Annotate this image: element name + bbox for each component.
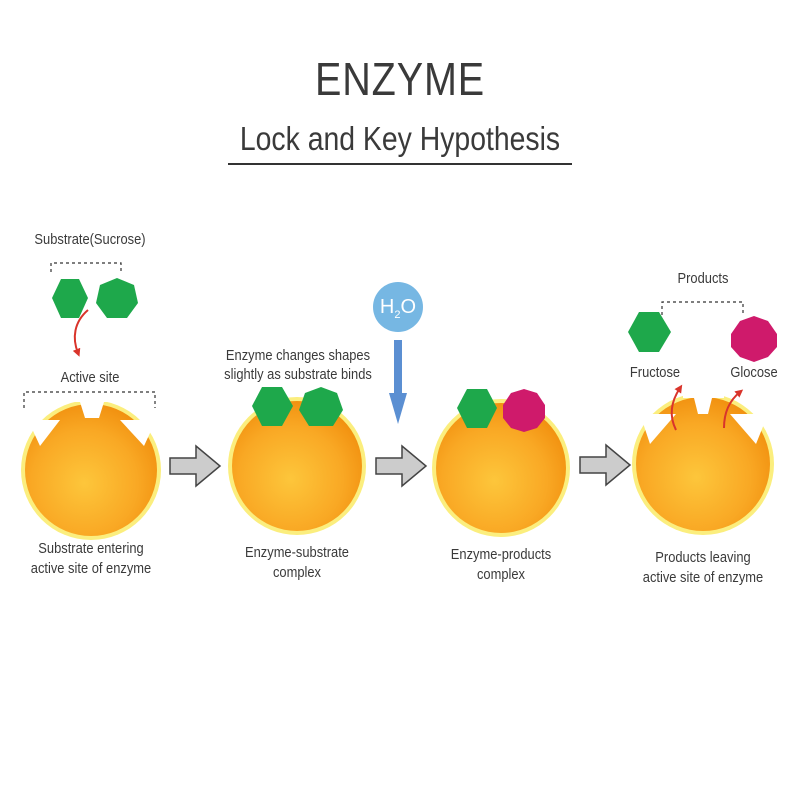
stage-1-caption-line-1: Substrate entering <box>38 540 144 557</box>
stage-1 <box>21 262 161 540</box>
water-arrow-head-icon <box>389 393 407 424</box>
water-arrow-shaft <box>394 340 402 395</box>
active-site-left <box>28 420 60 446</box>
stage-4-caption-line-1: Products leaving <box>655 549 751 566</box>
water-symbol: H2O <box>373 295 423 327</box>
subtitle-underline <box>228 163 572 165</box>
glucose-leaving-arrow-icon <box>723 389 744 429</box>
enzyme-body <box>232 401 362 531</box>
enzyme-body <box>436 403 566 533</box>
fructose-molecule <box>457 389 497 428</box>
water-subscript: 2 <box>394 309 401 321</box>
stage-2 <box>228 387 366 535</box>
glucose-label: Glocose <box>730 364 778 381</box>
products-label: Products <box>677 270 729 287</box>
fructose-molecule <box>628 312 671 352</box>
fructose-molecule <box>252 387 293 426</box>
products-bracket <box>661 301 744 315</box>
active-site-label: Active site <box>60 369 120 386</box>
stage-2-caption-line-1: Enzyme-substrate <box>245 544 349 561</box>
active-site-right <box>120 420 156 446</box>
active-site-right <box>730 414 768 444</box>
water-o: O <box>400 296 417 318</box>
page-subtitle: Lock and Key Hypothesis <box>239 120 561 157</box>
fructose-label: Fructose <box>629 364 681 381</box>
active-site-center <box>683 392 724 414</box>
water-molecule-icon <box>373 282 423 332</box>
glucose-molecule <box>503 389 545 432</box>
water-h: H <box>379 296 395 318</box>
glucose-molecule <box>96 278 138 318</box>
enzyme-body <box>636 397 770 531</box>
fructose-molecule <box>52 279 88 318</box>
glucose-molecule <box>299 387 343 426</box>
stage-2-caption-line-2: complex <box>272 564 322 581</box>
page-title: ENZYME <box>314 53 486 105</box>
active-site-bracket <box>23 391 156 408</box>
enzyme-body <box>25 404 157 536</box>
substrate-bracket <box>50 262 122 272</box>
substrate-arrow-icon <box>72 309 89 357</box>
stage-3-caption-line-2: complex <box>476 566 526 583</box>
glucose-molecule <box>731 316 777 362</box>
step-arrow-1-icon <box>169 444 222 488</box>
active-site-left <box>640 414 676 444</box>
enzyme-change-label-line-1: Enzyme changes shapes <box>225 347 371 364</box>
stage-3 <box>432 389 570 537</box>
stage-4 <box>628 301 777 535</box>
step-arrow-3-icon <box>579 443 632 487</box>
active-site-center <box>70 396 112 418</box>
fructose-leaving-arrow-icon <box>670 384 683 431</box>
stage-4-caption-line-2: active site of enzyme <box>642 569 764 586</box>
substrate-label: Substrate(Sucrose) <box>34 231 146 248</box>
stage-1-caption-line-2: active site of enzyme <box>30 560 152 577</box>
step-arrow-2-icon <box>375 444 428 488</box>
enzyme-change-label-line-2: slightly as substrate binds <box>224 366 372 383</box>
stage-3-caption-line-1: Enzyme-products <box>450 546 552 563</box>
